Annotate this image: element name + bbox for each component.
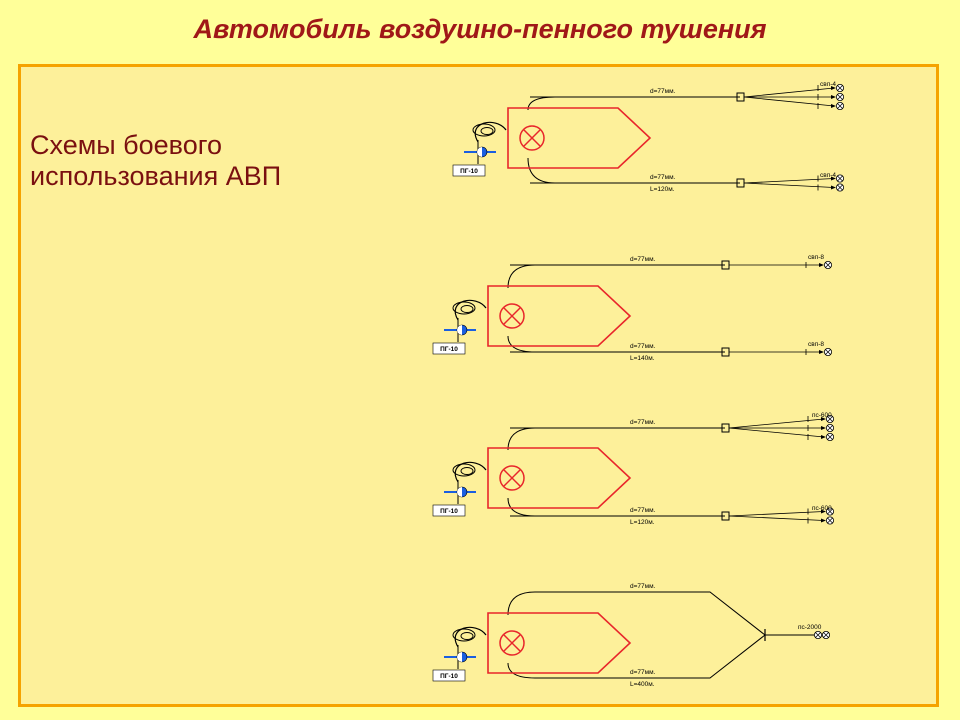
arrow-head bbox=[831, 95, 836, 99]
suction-hose bbox=[454, 626, 487, 648]
arrow-head bbox=[819, 263, 824, 267]
arrow-head bbox=[831, 176, 836, 181]
hydrant-label: ПГ-10 bbox=[440, 673, 458, 680]
hose-bend-lower bbox=[507, 335, 536, 353]
suction-hose bbox=[474, 121, 507, 143]
hydrant-label-box bbox=[432, 669, 466, 682]
schemes-root: d=77мм.свп-4d=77мм.L=120м.свп-4ПГ-10d=77… bbox=[432, 81, 845, 688]
truck-outline bbox=[487, 447, 632, 509]
hose-bend-upper bbox=[507, 427, 536, 451]
hydrant-label-box bbox=[432, 504, 466, 517]
arrow-head bbox=[831, 104, 836, 108]
arrow-head bbox=[821, 426, 826, 430]
hydrant-label-box bbox=[432, 342, 466, 355]
hose-bend-upper bbox=[507, 264, 536, 289]
hose-diameter-label: d=77мм. bbox=[650, 174, 676, 181]
hose-diameter-label: d=77мм. bbox=[630, 507, 656, 514]
arrow-head bbox=[821, 509, 826, 514]
suction-hose-coil bbox=[452, 301, 476, 315]
foam-device-label: пс-2000 bbox=[798, 624, 822, 631]
truck-outline bbox=[487, 285, 632, 347]
branch-hose bbox=[728, 515, 825, 521]
hose-length-label: L=120м. bbox=[650, 186, 675, 193]
hose-diameter-label: d=77мм. bbox=[630, 343, 656, 350]
foam-device-label: свп-4 bbox=[820, 81, 836, 88]
hydrant-label: ПГ-10 bbox=[460, 168, 478, 175]
foam-device-label: свп-8 bbox=[808, 341, 824, 348]
suction-hose-coil bbox=[452, 463, 476, 477]
hose-line-lower bbox=[535, 634, 766, 679]
arrow-head bbox=[831, 185, 836, 190]
hose-diameter-label: d=77мм. bbox=[630, 669, 656, 676]
pump-icon bbox=[499, 303, 525, 329]
hose-length-label: L=140м. bbox=[630, 355, 655, 362]
page-subtitle: Схемы боевого использования АВП bbox=[30, 130, 282, 191]
scheme-2: d=77мм. свп-8 d=77мм. L=140м. свп-8ПГ-10 bbox=[432, 254, 833, 362]
hydrant-label-box bbox=[452, 164, 486, 177]
hose-length-label: L=400м. bbox=[630, 681, 655, 688]
truck-outline bbox=[507, 107, 652, 169]
suction-hose-coil bbox=[472, 123, 496, 137]
hose-diameter-label: d=77мм. bbox=[630, 256, 656, 263]
branch-hose bbox=[743, 182, 835, 188]
hose-bend-lower bbox=[507, 497, 536, 517]
branch-hose bbox=[743, 96, 835, 107]
suction-hose-coil bbox=[452, 628, 476, 642]
arrow-head bbox=[821, 518, 826, 523]
truck-outline bbox=[487, 612, 632, 674]
hose-bend-lower bbox=[507, 662, 536, 679]
pump-icon bbox=[499, 630, 525, 656]
arrow-head bbox=[821, 435, 826, 439]
hose-diameter-label: d=77мм. bbox=[630, 583, 656, 590]
pump-icon bbox=[499, 465, 525, 491]
suction-hose bbox=[454, 461, 487, 483]
page-title: Автомобиль воздушно-пенного тушения bbox=[193, 14, 767, 44]
branch-hose bbox=[743, 178, 835, 184]
foam-device-label: пс-600 bbox=[812, 412, 832, 419]
hose-diameter-label: d=77мм. bbox=[630, 419, 656, 426]
suction-hose bbox=[454, 299, 487, 321]
hose-bend-lower bbox=[527, 157, 556, 184]
hose-bend-upper bbox=[507, 591, 536, 616]
branch-hose bbox=[728, 427, 825, 438]
arrow-head bbox=[821, 417, 826, 421]
scheme-1: d=77мм.свп-4d=77мм.L=120м.свп-4ПГ-10 bbox=[452, 81, 845, 193]
foam-device-label: пс-600 bbox=[812, 505, 832, 512]
foam-device-label: свп-8 bbox=[808, 254, 824, 261]
foam-device-label: свп-4 bbox=[820, 172, 836, 179]
hose-line-upper bbox=[535, 591, 766, 636]
pump-icon bbox=[519, 125, 545, 151]
branch-hose bbox=[728, 511, 825, 517]
hydrant-label: ПГ-10 bbox=[440, 346, 458, 353]
arrow-head bbox=[831, 86, 836, 90]
hydrant-label: ПГ-10 bbox=[440, 508, 458, 515]
branch-hose bbox=[743, 87, 835, 98]
hose-diameter-label: d=77мм. bbox=[650, 88, 676, 95]
arrow-head bbox=[819, 350, 824, 354]
hose-length-label: L=120м. bbox=[630, 519, 655, 526]
branch-hose bbox=[728, 418, 825, 429]
